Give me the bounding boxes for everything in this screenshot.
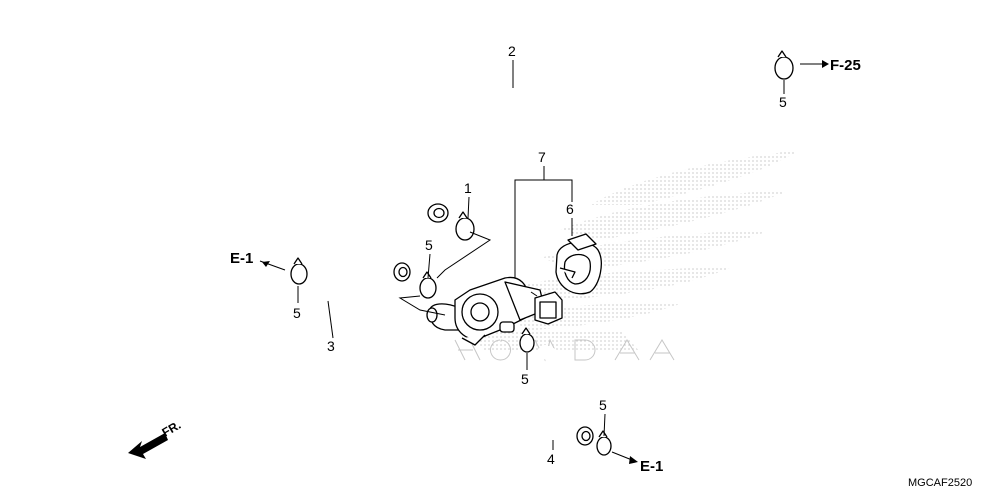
callout-5-lower: 5 [521,371,529,387]
hose-clamp-1 [455,211,475,241]
hose-clamp-5-top [774,50,794,80]
callout-5-center: 5 [425,237,433,253]
hose-4 [538,345,594,446]
reference-f25: F-25 [830,57,861,74]
valve-bracket-6 [555,233,602,295]
hose-clamp-5-left [290,257,308,285]
callout-5-bottom: 5 [599,397,607,413]
callout-4: 4 [547,451,555,467]
hose-clamp-5-center [419,271,437,299]
callout-2: 2 [508,43,516,59]
callout-3: 3 [327,338,335,354]
air-injection-control-valve [426,276,563,346]
hose-clamp-5-bottom [596,430,612,456]
hose-2 [398,20,775,223]
hose-3 [315,224,411,302]
callout-5-top: 5 [779,94,787,110]
callout-7: 7 [538,149,546,165]
hose-clamp-5-lower [519,327,535,353]
callout-1: 1 [464,180,472,196]
callout-5-left: 5 [293,305,301,321]
reference-e1-left: E-1 [230,250,253,267]
reference-e1-bottom: E-1 [640,458,663,475]
leader-lines [259,60,829,464]
front-direction-arrow-icon: FR. [128,418,183,459]
callout-6: 6 [566,201,574,217]
diagram-code: MGCAF2520 [908,477,972,489]
